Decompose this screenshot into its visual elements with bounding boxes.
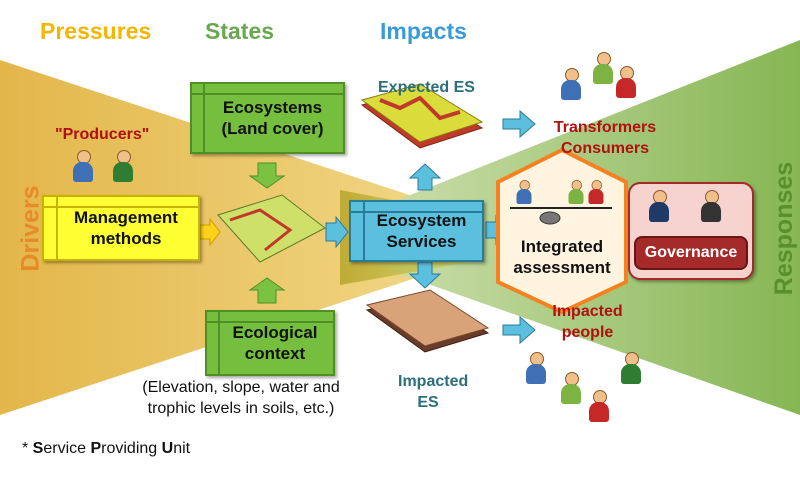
impacted-es-label: Impacted ES <box>398 373 469 411</box>
central-map <box>217 194 326 263</box>
impacted-es-map-top <box>365 289 490 347</box>
governance-panel: Governance <box>628 182 754 280</box>
governance-official-icon <box>648 190 670 222</box>
footnote-prefix: * <box>22 440 33 457</box>
consumer-person-icon-2 <box>615 66 637 98</box>
expected-es-map-top <box>360 83 484 143</box>
governance-box: Governance <box>634 236 748 270</box>
ecological-context-box: Ecological context <box>205 310 335 376</box>
impacted-worker-icon <box>525 352 547 384</box>
arrow-ecosystems-down <box>248 162 286 189</box>
central-map-pattern <box>229 208 293 252</box>
footnote-u: U <box>161 440 174 457</box>
impacted-person-icon <box>560 372 582 404</box>
assessment-shape <box>496 147 628 315</box>
footnote-roviding: roviding <box>101 440 162 457</box>
assessment-consumer-icon-2 <box>588 180 605 204</box>
footnote-ervice: ervice <box>43 440 91 457</box>
assessment-consumer-icon <box>568 180 585 204</box>
arrow-map-right <box>325 215 349 249</box>
impacts-header: Impacts <box>380 18 467 44</box>
impacted-person-icon-2 <box>588 390 610 422</box>
arrow-impacted-right <box>502 315 536 345</box>
farmer-person-icon <box>112 150 134 182</box>
governance-official-icon-2 <box>700 190 722 222</box>
footnote-nit: nit <box>173 440 191 457</box>
arrow-services-down <box>408 261 442 289</box>
transformers-consumers-label: Transformers Consumers <box>553 119 657 157</box>
ecological-context-text: Ecological context <box>232 322 318 363</box>
pressures-header: Pressures <box>40 18 152 44</box>
producers-label: "Producers" <box>55 126 150 143</box>
integrated-assessment-text: Integrated assessment <box>513 237 611 278</box>
ecosystem-services-box: Ecosystem Services <box>349 200 484 262</box>
states-header: States <box>205 18 275 44</box>
ecosystems-box: Ecosystems (Land cover) <box>190 82 345 154</box>
arrow-context-up <box>248 277 286 304</box>
expected-es-label: Expected ES <box>378 79 475 96</box>
worker-person-icon <box>560 68 582 100</box>
assessment-worker-icon <box>516 180 533 204</box>
arrow-services-up <box>408 163 442 191</box>
consumer-person-icon <box>592 52 614 84</box>
arrow-expected-right <box>502 109 536 139</box>
governance-text: Governance <box>644 244 738 261</box>
balance-stone <box>539 211 561 225</box>
drivers-funnel <box>0 60 470 415</box>
footnote-p: P <box>90 440 102 457</box>
ecosystems-text: Ecosystems (Land cover) <box>221 97 324 138</box>
impacted-farmer-icon <box>620 352 642 384</box>
context-note: (Elevation, slope, water and trophic lev… <box>142 379 340 417</box>
management-methods-box: Management methods <box>42 195 200 261</box>
footnote: * Service Providing Unit <box>22 440 190 458</box>
ecosystem-services-text: Ecosystem Services <box>376 210 467 251</box>
producer-person-icon <box>72 150 94 182</box>
footnote-s: S <box>32 440 44 457</box>
responses-label: Responses <box>770 161 799 296</box>
impacted-people-label: Impacted people <box>552 303 623 341</box>
arrow-management-right <box>199 217 221 247</box>
expected-es-map-pattern <box>379 95 461 121</box>
management-methods-text: Management methods <box>74 207 178 248</box>
